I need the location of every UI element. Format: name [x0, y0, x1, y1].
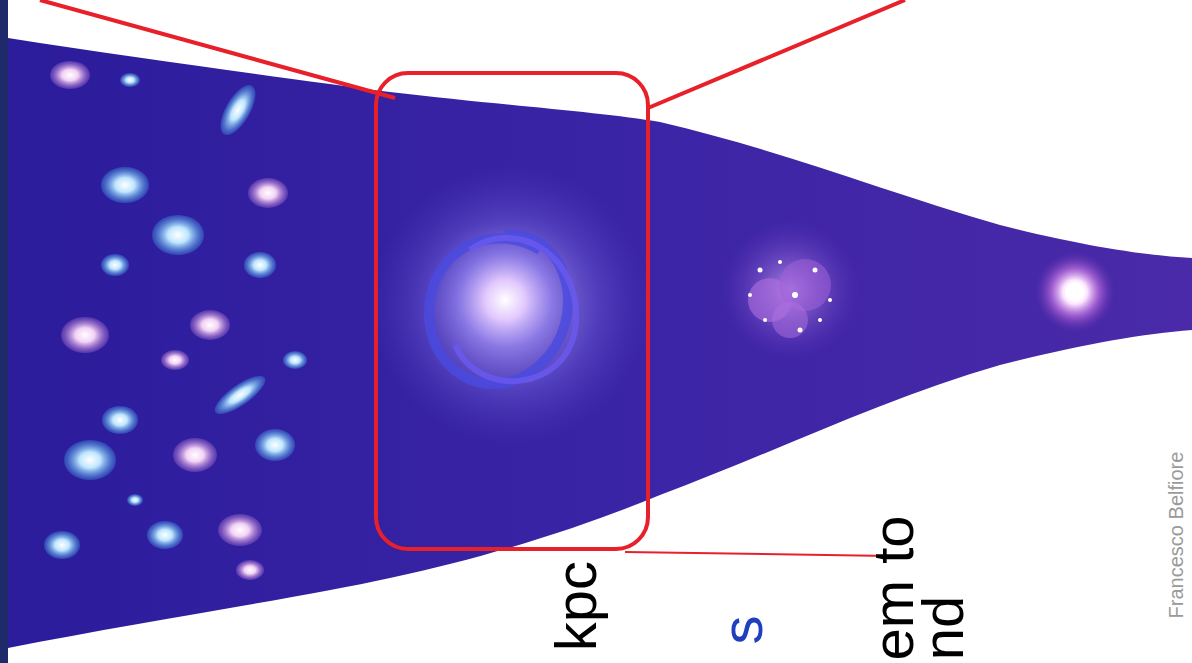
scale-label: kpc: [547, 561, 605, 651]
caption-fragment: s: [713, 616, 771, 645]
credit-watermark: Francesco Belfiore: [1166, 452, 1186, 619]
caption-fragment: nd: [914, 596, 972, 661]
